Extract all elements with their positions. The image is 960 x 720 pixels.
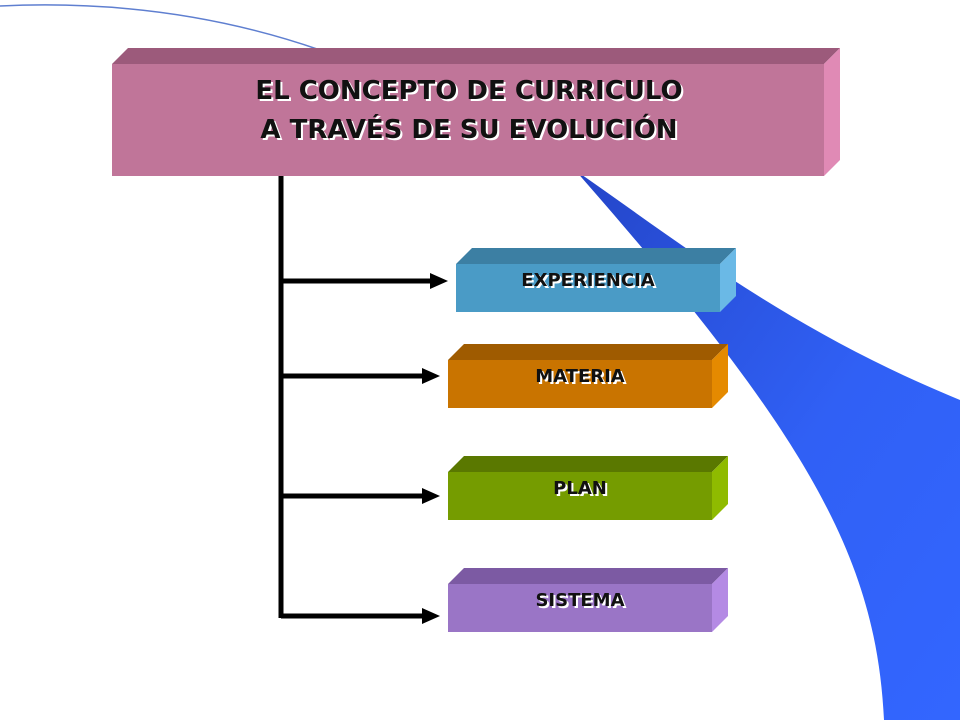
blue-swoosh	[575, 170, 960, 720]
title-line2-shadow: A TRAVÉS DE SU EVOLUCIÓN	[262, 115, 679, 147]
box-experiencia: EXPERIENCIA EXPERIENCIA	[456, 248, 736, 312]
connector-branch-plan	[281, 488, 440, 504]
box-plan: PLAN PLAN	[448, 456, 728, 520]
box-sistema-side	[712, 568, 728, 632]
thin-arc-line	[0, 4, 321, 51]
box-experiencia-label: EXPERIENCIA	[521, 270, 654, 291]
box-materia-label: MATERIA	[535, 366, 625, 387]
box-plan-top	[448, 456, 728, 472]
box-experiencia-side	[720, 248, 736, 312]
box-sistema: SISTEMA SISTEMA	[448, 568, 728, 632]
box-materia-front	[448, 360, 712, 408]
box-sistema-top	[448, 568, 728, 584]
box-materia: MATERIA MATERIA	[448, 344, 728, 408]
box-plan-label: PLAN	[553, 478, 607, 499]
title-box-top	[112, 48, 840, 64]
title-line2: A TRAVÉS DE SU EVOLUCIÓN	[260, 113, 677, 145]
box-plan-label-shadow: PLAN	[555, 480, 609, 501]
box-experiencia-front	[456, 264, 720, 312]
box-experiencia-top	[456, 248, 736, 264]
connector-branch-materia	[281, 368, 440, 384]
title-line1-shadow: EL CONCEPTO DE CURRICULO	[257, 78, 684, 108]
title-box-side	[824, 48, 840, 176]
box-materia-side	[712, 344, 728, 408]
box-sistema-label-shadow: SISTEMA	[537, 592, 626, 613]
connector-branch-sistema	[281, 608, 440, 624]
box-experiencia-label-shadow: EXPERIENCIA	[523, 272, 656, 293]
box-plan-front	[448, 472, 712, 520]
connector-branch-experiencia	[281, 273, 448, 289]
box-sistema-label: SISTEMA	[535, 590, 624, 611]
box-materia-top	[448, 344, 728, 360]
title-line1: EL CONCEPTO DE CURRICULO	[255, 76, 682, 106]
title-box: EL CONCEPTO DE CURRICULO EL CONCEPTO DE …	[112, 48, 840, 176]
box-materia-label-shadow: MATERIA	[537, 368, 627, 389]
title-box-front	[112, 64, 824, 176]
box-plan-side	[712, 456, 728, 520]
box-sistema-front	[448, 584, 712, 632]
